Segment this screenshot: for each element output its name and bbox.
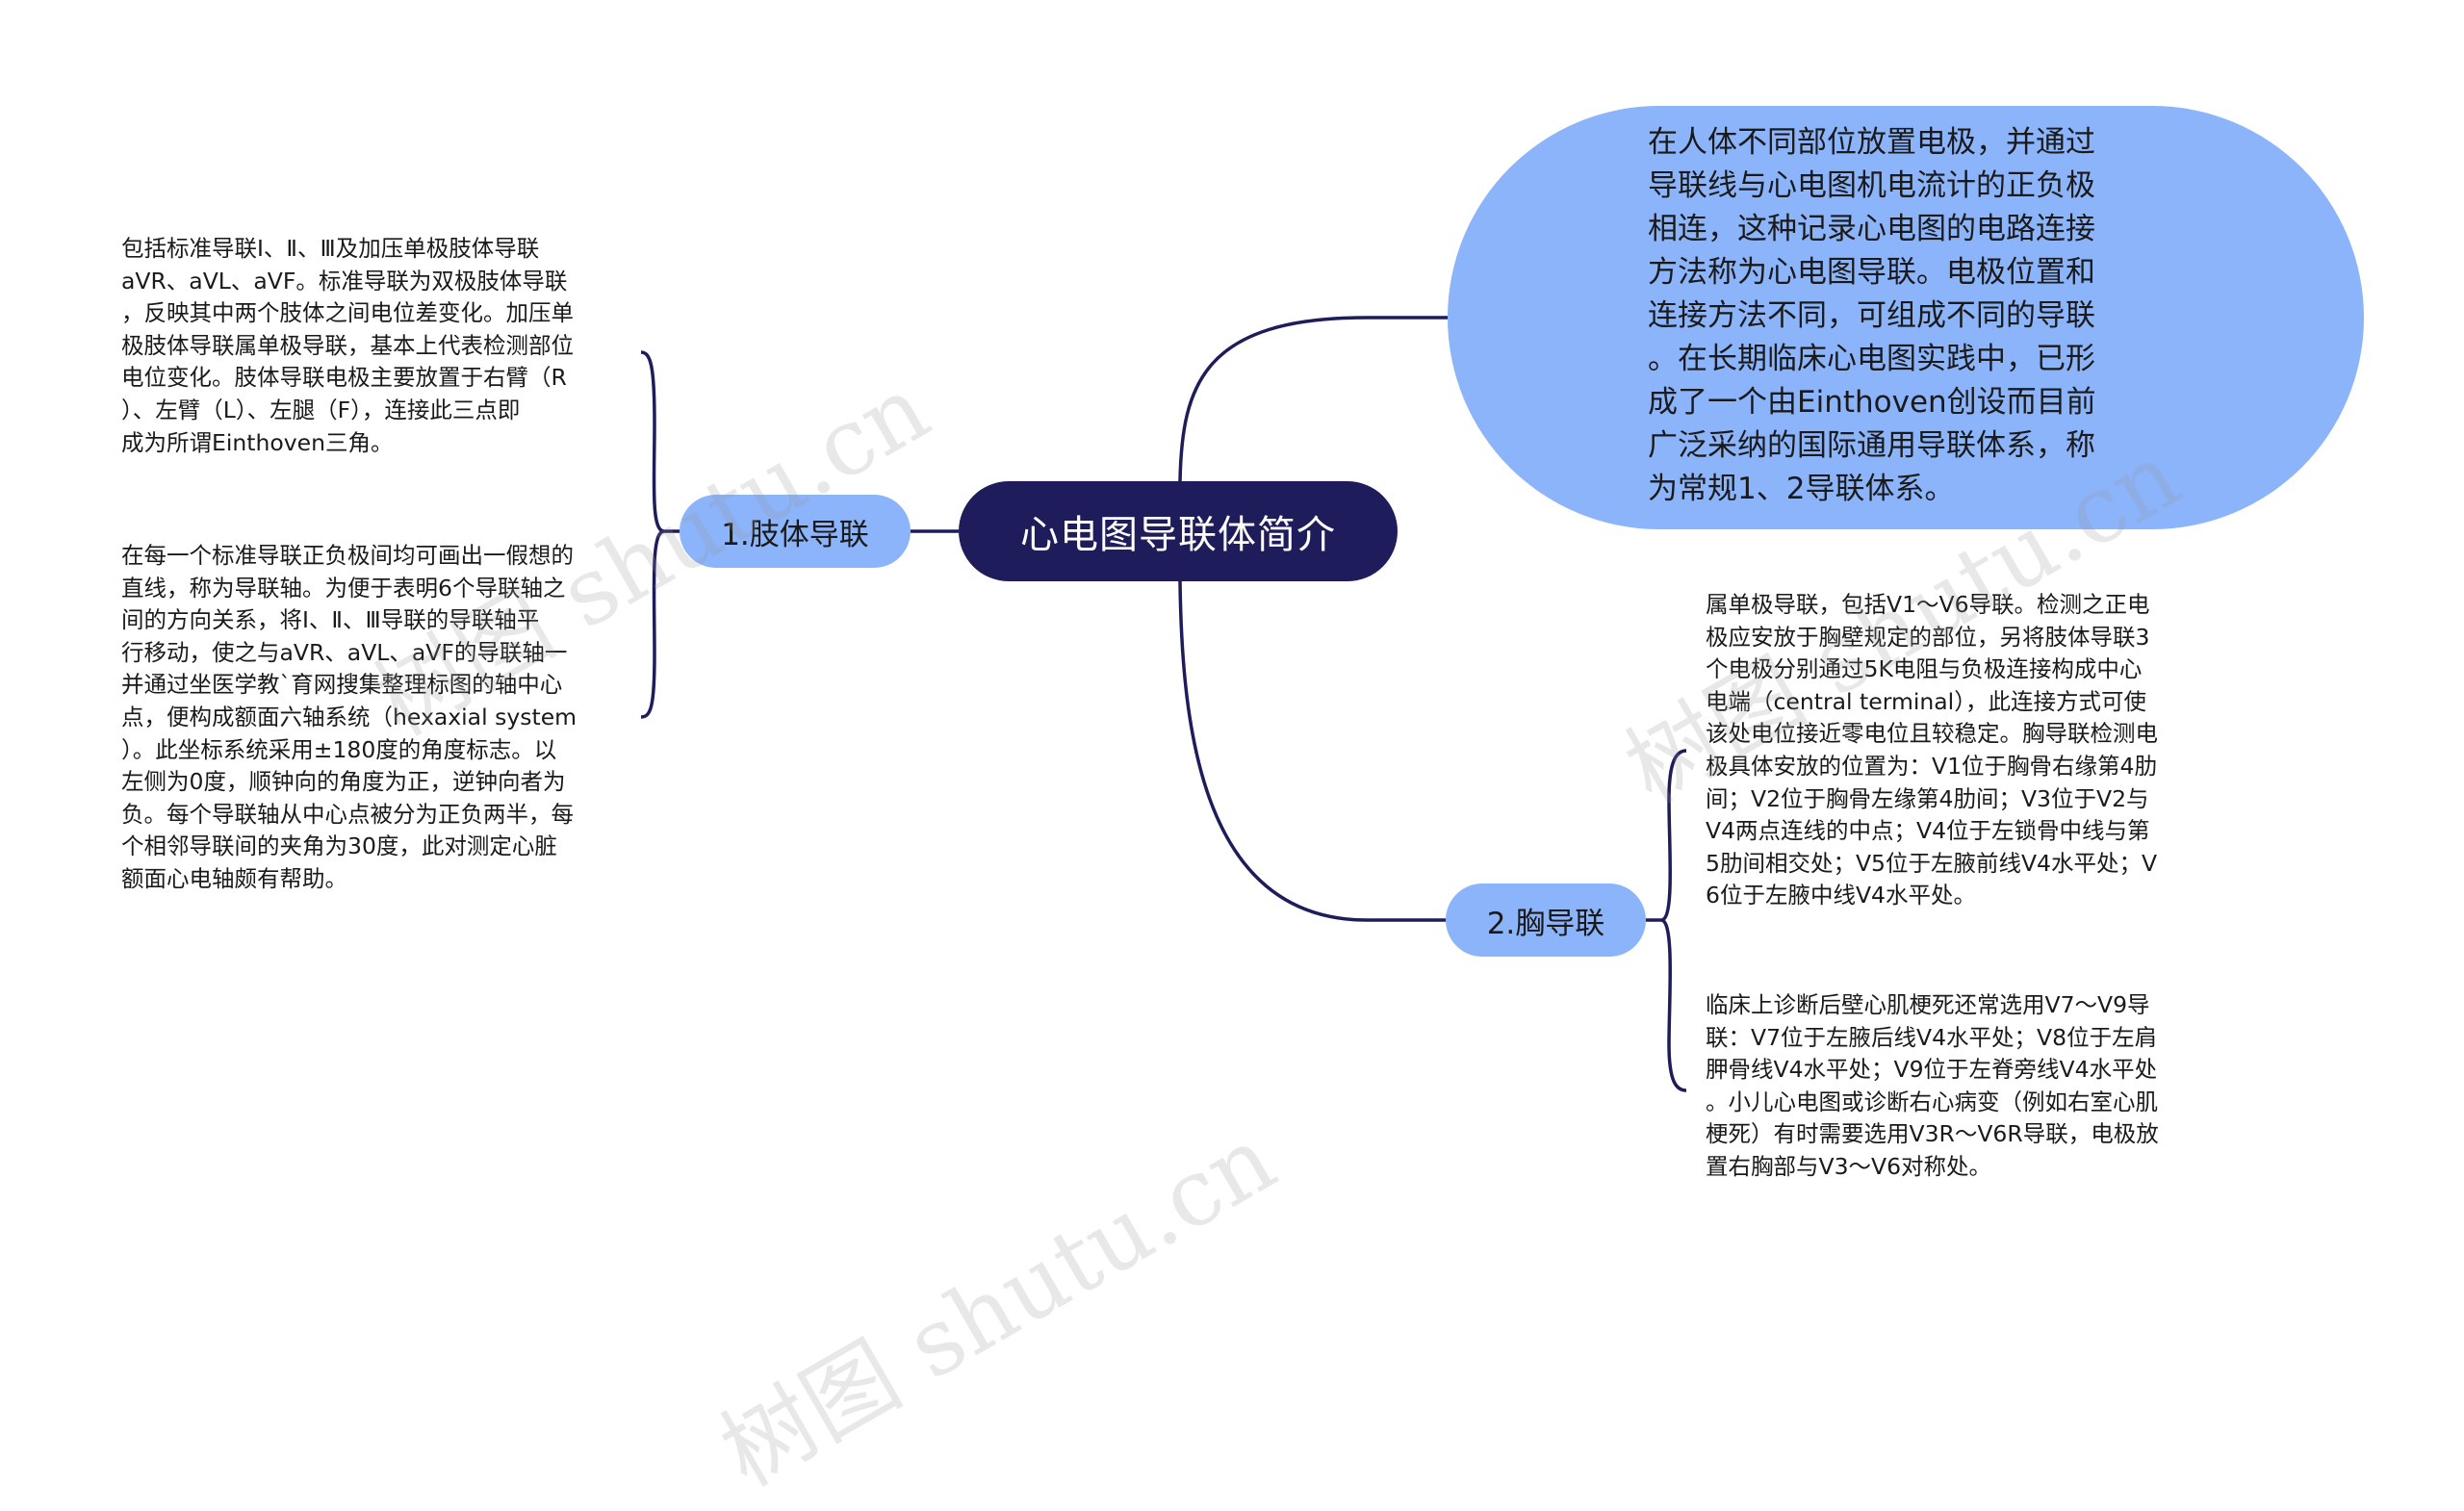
connector-lines — [640, 316, 1687, 1092]
branch-limb-leads[interactable]: 1.肢体导联 — [680, 495, 911, 568]
leaf-limb-leads-hexaxial: 在每一个标准导联正负极间均可画出一假想的 直线，称为导联轴。为便于表明6个导联轴… — [121, 542, 578, 892]
mindmap-canvas: 心电图导联体简介 在人体不同部位放置电极，并通过 导联线与心电图机电流计的正负极… — [121, 106, 2364, 1507]
leaf-limb-leads-overview: 包括标准导联Ⅰ、Ⅱ、Ⅲ及加压单极肢体导联 aVR、aVL、aVF。标准导联为双极… — [121, 235, 574, 456]
branch-chest-leads[interactable]: 2.胸导联 — [1446, 884, 1646, 957]
branch-chest-leads-label: 2.胸导联 — [1486, 906, 1605, 941]
bracket-chest-leads — [1646, 749, 1687, 1092]
connector-root-description — [1178, 316, 1448, 482]
description-bubble[interactable]: 在人体不同部位放置电极，并通过 导联线与心电图机电流计的正负极 相连，这种记录心… — [1448, 106, 2364, 529]
branch-limb-leads-label: 1.肢体导联 — [721, 517, 869, 552]
leaf-chest-leads-v7-v9: 临床上诊断后壁心肌梗死还常选用V7～V9导 联：V7位于左腋后线V4水平处；V8… — [1706, 991, 2159, 1180]
bracket-limb-leads — [640, 350, 680, 719]
leaf-chest-leads-v1-v6: 属单极导联，包括V1～V6导联。检测之正电 极应安放于胸壁规定的部位，另将肢体导… — [1706, 591, 2158, 909]
root-topic-label: 心电图导联体简介 — [1020, 513, 1336, 557]
connector-root-chest-leads — [1178, 580, 1446, 922]
root-topic[interactable]: 心电图导联体简介 — [959, 481, 1398, 581]
description-text: 在人体不同部位放置电极，并通过 导联线与心电图机电流计的正负极 相连，这种记录心… — [1648, 125, 2096, 506]
